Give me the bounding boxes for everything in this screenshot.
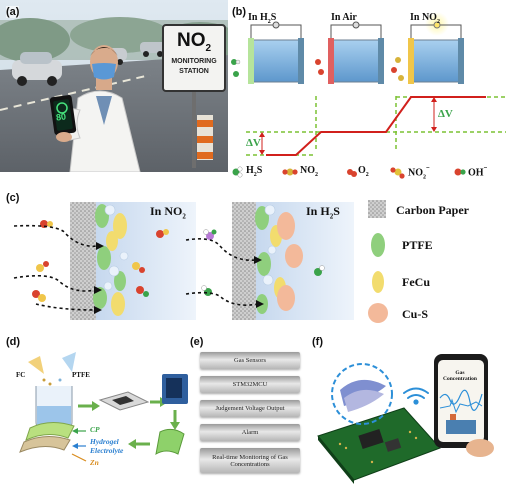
label-zn: Zn [90,458,99,467]
voltage-trace [266,96,486,156]
legend-label-no2: NO2 [300,165,318,178]
flow-step-voltage-output: Judgement Voltage Output [200,400,300,417]
flow-step-monitoring: Real-time Monitoring of Gas Concentratio… [200,448,300,473]
car [140,42,166,57]
legend-icon-no2-ion [390,167,405,179]
delta-v-left: ΔV [246,137,261,149]
label-electrolyte: Electrolyte [90,446,124,455]
sign-subtitle-1: MONITORING [171,58,217,65]
panel-a-illustration [0,0,228,172]
ptfe-swatch [371,233,385,257]
flow-step-gas-sensors: Gas Sensors [200,352,300,369]
legend-swatches [368,200,388,323]
phone-illustration [49,95,77,142]
panel-a: NO2 MONITORING STATION 80 [0,0,228,172]
legend-label-oh: OH⁻ [468,165,488,179]
condition-label-left: In NO2 [150,204,186,221]
phone-screen-title: Gas Concentration [443,370,477,382]
sign-subtitle-2: STATION [179,68,209,75]
traffic-barrier [197,115,213,160]
condition-label-no2: In NO2 [410,12,440,25]
legend-icon-no2 [282,168,298,176]
legend-label-no2-ion: NO2⁻ [408,165,430,181]
sign-title: NO2 [176,30,212,54]
label-hydrogel: Hydrogel [90,437,119,446]
panel-d-diagram [19,352,188,462]
condition-label-right: In H2S [306,204,340,221]
panel-label-c: (c) [6,192,20,204]
phone-reading: 80 [55,111,67,123]
cus-swatch [368,303,388,323]
cus-particles-right [277,212,303,311]
flowchart: Gas Sensors STM32MCU Judgement Voltage O… [200,352,300,480]
smartphone-illustration [434,354,494,457]
delta-v-right: ΔV [438,108,453,120]
label-ptfe: PTFE [72,371,90,379]
fecu-swatch [372,271,384,293]
condition-label-air: In Air [331,12,357,23]
cell-no2 [408,12,464,84]
diffusion-arrows-right [185,238,259,306]
cell-air [328,21,384,84]
legend-cus: Cu-S [402,307,429,321]
circuit-board [317,407,441,484]
legend-fecu: FeCu [402,275,430,289]
carbon-paper-swatch [368,200,386,218]
fecu-particles-left [106,213,127,316]
cell-h2s [248,21,304,84]
wireless-signal-icon [403,387,429,405]
panel-f-illustration [317,354,494,484]
condition-label-h2s: In H2S [248,12,277,25]
legend-icon-h2s [232,166,243,178]
car [12,52,62,86]
legend-icon-o2 [347,169,357,177]
flow-step-mcu: STM32MCU [200,376,300,393]
panel-label-b: (b) [232,6,247,18]
panel-label-a: (a) [6,6,20,18]
panel-label-d: (d) [6,336,21,348]
legend-carbon-paper: Carbon Paper [396,203,469,217]
sensor-zoom-circle [331,363,393,425]
panel-b-diagram [231,12,506,179]
legend-icon-oh [454,168,466,176]
legend-label-h2s: H2S [246,165,263,178]
panel-label-f: (f) [312,336,323,348]
flow-step-alarm: Alarm [200,424,300,441]
legend-label-o2: O2 [358,165,369,178]
label-fc: FC [16,371,26,379]
person-illustration [65,45,141,172]
label-cp: CP [90,425,100,434]
panel-label-e: (e) [190,336,204,348]
legend-ptfe: PTFE [402,238,433,252]
diffusion-arrows-left [13,224,99,311]
panel-c-diagram [13,202,354,320]
